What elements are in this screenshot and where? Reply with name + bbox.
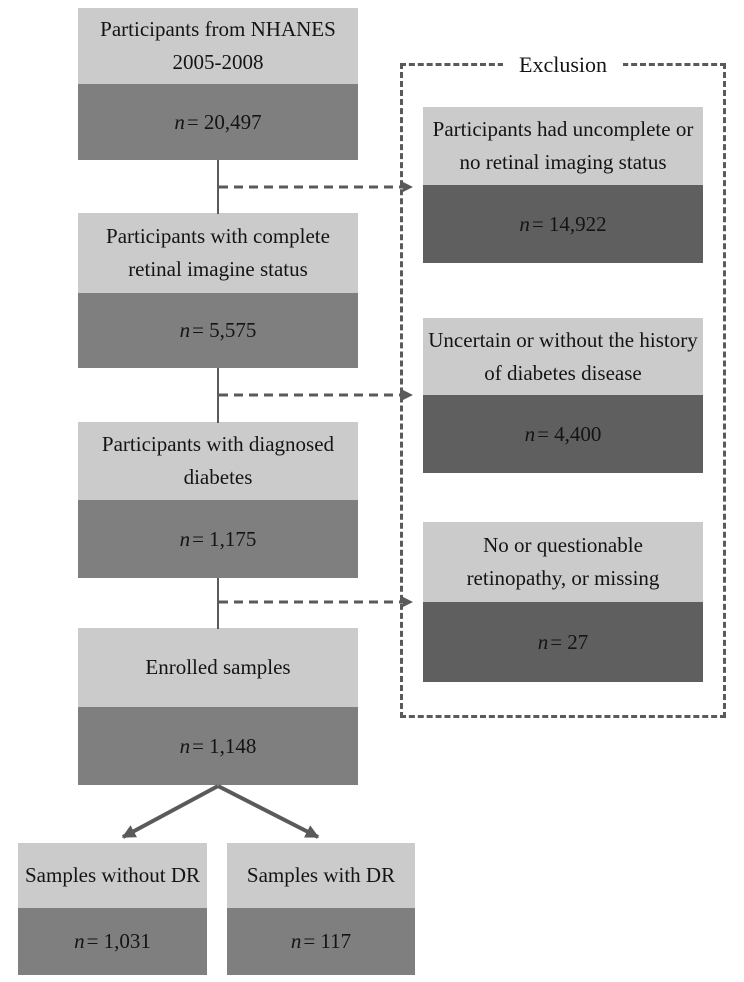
n-symbol: n	[537, 629, 549, 654]
count-value: n= 5,575	[180, 318, 257, 343]
count-number: = 5,575	[192, 318, 257, 342]
box-nhanes-participants: Participants from NHANES 2005-2008 n= 20…	[78, 8, 358, 160]
count-value: n= 4,400	[525, 422, 602, 447]
box-excluded-no-retinal-imaging-count: n= 14,922	[423, 185, 703, 263]
count-number: = 14,922	[531, 211, 607, 236]
box-complete-retinal-status-count: n= 5,575	[78, 293, 358, 368]
n-symbol: n	[74, 929, 85, 953]
title-line: Participants from NHANES	[100, 17, 336, 41]
box-excluded-questionable-retinopathy-title: No or questionable retinopathy, or missi…	[423, 522, 703, 602]
box-enrolled-samples: Enrolled samples n= 1,148	[78, 628, 358, 785]
box-excluded-no-retinal-imaging-title: Participants had uncomplete or no retina…	[423, 107, 703, 185]
box-complete-retinal-status: Participants with complete retinal imagi…	[78, 213, 358, 368]
title-line: Samples with DR	[246, 863, 396, 887]
box-enrolled-samples-title: Enrolled samples	[78, 628, 358, 707]
split-arrow-right	[217, 784, 320, 839]
count-number: = 1,148	[192, 733, 257, 758]
title-line: Samples without DR	[24, 863, 200, 887]
box-excluded-uncertain-diabetes: Uncertain or without the history of diab…	[423, 318, 703, 473]
count-number: = 4,400	[537, 421, 602, 446]
n-symbol: n	[179, 733, 191, 758]
box-enrolled-samples-count: n= 1,148	[78, 707, 358, 785]
title-line: Participants had uncomplete or	[432, 117, 694, 141]
title-line: retinopathy, or missing	[466, 566, 660, 590]
box-samples-without-dr-title: Samples without DR	[18, 843, 207, 908]
count-number: = 1,031	[86, 929, 151, 953]
box-samples-without-dr-count: n= 1,031	[18, 908, 207, 975]
box-excluded-uncertain-diabetes-title: Uncertain or without the history of diab…	[423, 318, 703, 395]
count-value: n= 20,497	[174, 110, 261, 135]
box-samples-with-dr-count: n= 117	[227, 908, 415, 975]
box-excluded-uncertain-diabetes-count: n= 4,400	[423, 395, 703, 473]
count-value: n= 1,148	[180, 734, 257, 759]
n-symbol: n	[179, 318, 191, 342]
box-excluded-questionable-retinopathy-count: n= 27	[423, 602, 703, 682]
count-value: n= 27	[538, 630, 589, 655]
box-complete-retinal-status-title: Participants with complete retinal imagi…	[78, 213, 358, 293]
title-line: No or questionable	[483, 533, 643, 557]
exclusion-group-frame: Exclusion	[400, 50, 726, 718]
box-diagnosed-diabetes-title: Participants with diagnosed diabetes	[78, 422, 358, 500]
split-arrow-left	[121, 784, 219, 839]
count-number: = 1,175	[192, 526, 257, 551]
n-symbol: n	[524, 421, 536, 446]
n-symbol: n	[174, 109, 185, 134]
n-symbol: n	[519, 211, 530, 236]
box-samples-without-dr: Samples without DR n= 1,031	[18, 843, 207, 975]
box-diagnosed-diabetes: Participants with diagnosed diabetes n= …	[78, 422, 358, 578]
box-excluded-questionable-retinopathy: No or questionable retinopathy, or missi…	[423, 522, 703, 682]
count-value: n= 117	[291, 929, 351, 954]
title-line: diabetes	[183, 465, 253, 489]
box-diagnosed-diabetes-count: n= 1,175	[78, 500, 358, 578]
title-line: Participants with complete	[106, 224, 330, 248]
count-number: = 27	[550, 629, 589, 654]
n-symbol: n	[179, 526, 191, 551]
count-number: = 117	[303, 929, 352, 953]
title-line: retinal imagine status	[128, 257, 308, 281]
box-nhanes-participants-count: n= 20,497	[78, 84, 358, 160]
box-nhanes-participants-title: Participants from NHANES 2005-2008	[78, 8, 358, 84]
n-symbol: n	[290, 929, 302, 953]
box-excluded-no-retinal-imaging: Participants had uncomplete or no retina…	[423, 107, 703, 263]
box-samples-with-dr: Samples with DR n= 117	[227, 843, 415, 975]
title-line: Uncertain or without the history	[428, 327, 698, 352]
exclusion-group-label: Exclusion	[503, 50, 623, 80]
title-line: of diabetes disease	[484, 360, 642, 385]
count-number: = 20,497	[186, 109, 262, 134]
title-line: Participants with diagnosed	[101, 432, 335, 456]
title-line: no retinal imaging status	[459, 150, 667, 174]
count-value: n= 14,922	[519, 212, 606, 237]
count-value: n= 1,175	[180, 527, 257, 552]
count-value: n= 1,031	[74, 929, 151, 954]
title-line: Enrolled samples	[145, 655, 291, 679]
box-samples-with-dr-title: Samples with DR	[227, 843, 415, 908]
title-line: 2005-2008	[172, 50, 264, 74]
